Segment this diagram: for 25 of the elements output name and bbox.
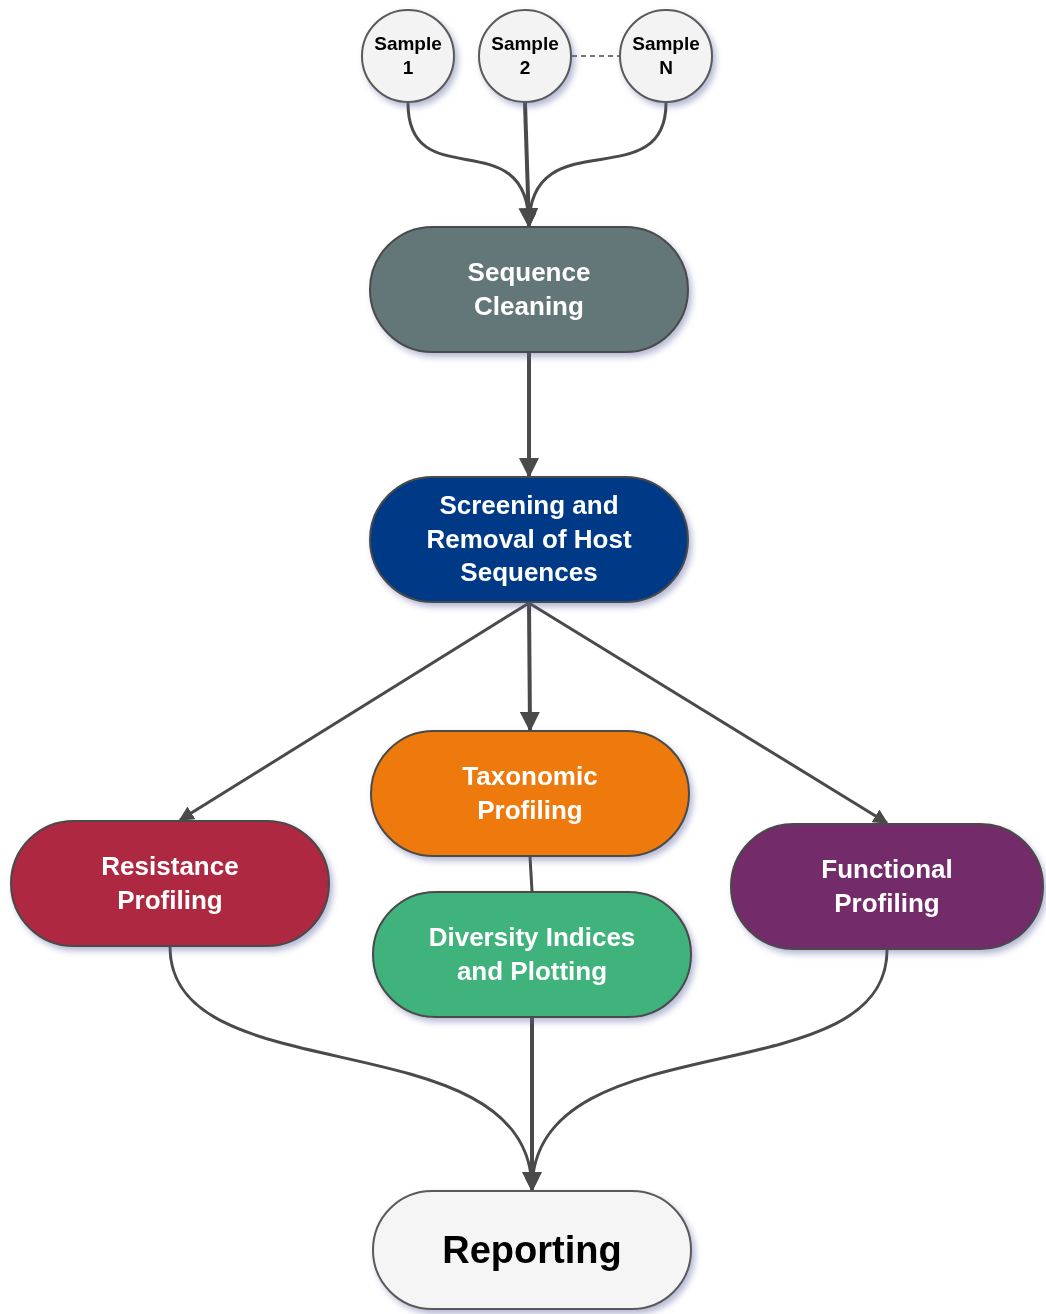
arrow [519, 353, 539, 478]
process-box [372, 891, 692, 1018]
step-label: Resistance Profiling [100, 849, 240, 917]
step-label: Taxonomic Profiling [461, 759, 599, 827]
sample-label: Sample N [632, 32, 700, 80]
step-label: Diversity Indices and Plotting [427, 920, 637, 988]
arrow [178, 601, 530, 822]
step-label: Sequence Cleaning [466, 255, 592, 323]
arrow [518, 102, 539, 228]
arrow [528, 601, 889, 825]
sample-label: Sample 1 [374, 32, 442, 80]
arrow [522, 1018, 542, 1192]
process-box [730, 823, 1044, 950]
process-box [369, 476, 689, 603]
sample-label: Sample 2 [491, 32, 559, 80]
process-box [370, 730, 690, 857]
process-box [369, 226, 689, 353]
process-box [10, 820, 330, 947]
terminal-box [372, 1190, 692, 1310]
arrow [519, 603, 540, 732]
step-label: Reporting [442, 1227, 622, 1273]
connector-line [528, 856, 534, 892]
step-label: Functional Profiling [820, 852, 954, 920]
step-label: Screening and Removal of Host Sequences [425, 488, 633, 590]
dashed-connector [571, 55, 620, 57]
